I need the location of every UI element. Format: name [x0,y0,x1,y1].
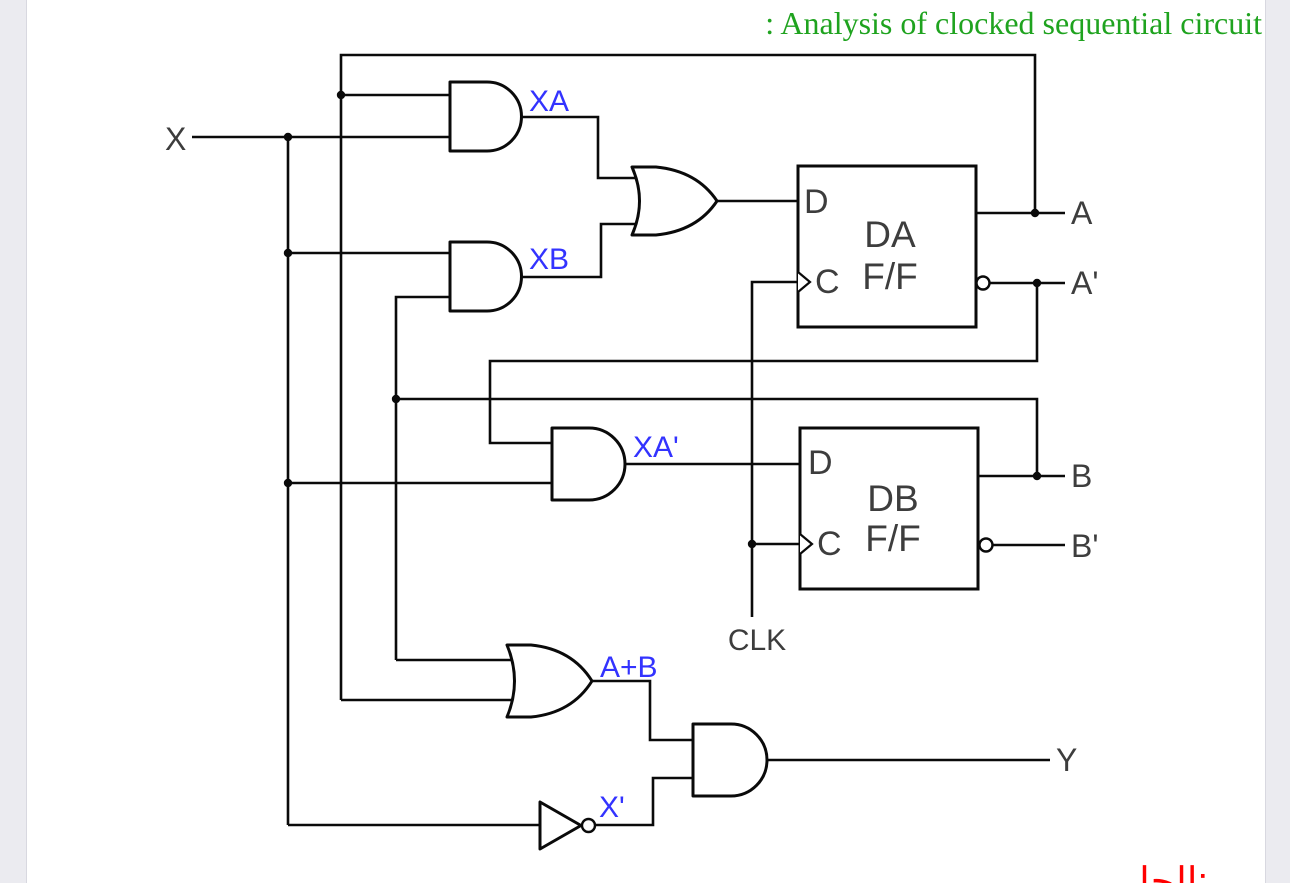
or-gate-da-d [630,165,719,237]
flipflop-db-qbar-bubble [978,537,994,553]
label-xa: XA [529,85,569,118]
not-gate-bubble [580,817,597,834]
flipflop-da-c-pin: C [815,263,840,301]
label-b-output: B [1071,458,1092,494]
label-a-output: A [1071,195,1093,231]
signal-labels: X A A' B B' Y CLK [165,121,1098,778]
or-gate-a-plus-b [505,643,594,719]
flipflop-db-clock-triangle [799,533,814,555]
junction-dots [283,90,1042,549]
wire-x-distribution [192,135,554,827]
flipflop-da-clock-triangle [797,271,812,293]
wire-xprime-to-and [595,776,695,827]
not-gate-x [538,800,583,851]
flipflop-da-box [796,164,978,329]
label-xa-prime: XA' [633,431,679,464]
wire-aplusb-to-and [591,679,695,742]
wire-xb-to-or [521,222,644,279]
wires [192,53,1065,827]
viewer-gutter-left [0,0,27,883]
flipflop-da-name: DA [864,214,916,255]
flipflop-db-name: DB [867,478,918,519]
gates [448,80,769,851]
label-x-input: X [165,121,186,157]
flipflop-da-type: F/F [862,256,917,297]
label-a-prime-output: A' [1071,265,1098,301]
junction-dot [1030,208,1040,218]
junction-dot [391,394,401,404]
page-title: : Analysis of clocked sequential circuit [765,5,1262,41]
junction-dot [1032,278,1042,288]
junction-dot [283,248,293,258]
wire-b-feedback [394,295,1065,662]
flipflop-db-d-pin: D [808,444,833,482]
label-xb: XB [529,243,569,276]
flipflop-db-c-pin: C [817,525,842,563]
flipflop-db: D C DB F/F [798,426,994,591]
label-clk: CLK [728,624,786,657]
junction-dot [747,539,757,549]
document-page [26,0,1266,883]
label-b-prime-output: B' [1071,528,1098,564]
junction-dot [336,90,346,100]
flipflop-db-type: F/F [865,518,920,559]
footer-note: الحل: [1122,861,1208,883]
flipflop-db-box [798,426,980,591]
gate-output-labels: XA XB XA' A+B X' [529,85,679,824]
and-gate-xa-prime [550,426,627,502]
junction-dot [283,132,293,142]
wire-a-feedback [339,53,1065,702]
wire-a-prime-feedback [488,281,1065,445]
flipflop-da-d-pin: D [804,183,829,221]
viewer-gutter-right [1265,0,1290,883]
label-a-plus-b: A+B [600,651,658,684]
junction-dot [1032,471,1042,481]
and-gate-y [691,722,769,798]
label-y-output: Y [1056,742,1077,778]
wire-clk [750,280,800,617]
flipflop-da-qbar-bubble [975,275,991,291]
and-gate-xa [448,80,523,153]
and-gate-xb [448,240,523,313]
junction-dot [283,478,293,488]
wire-xa-to-or [521,115,644,180]
flipflop-da: D C DA F/F [796,164,991,329]
label-x-prime: X' [599,791,625,824]
